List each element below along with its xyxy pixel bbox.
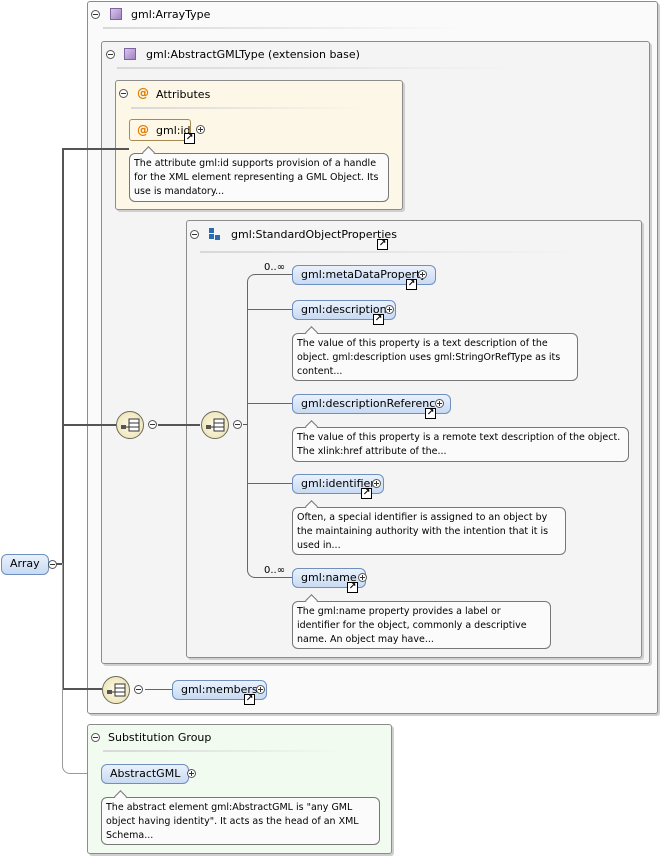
connector-line	[56, 563, 64, 565]
substitution-group-description: The abstract element gml:AbstractGML is …	[101, 797, 380, 845]
cardinality-label: 0..∞	[264, 565, 286, 576]
attribute-icon: @	[137, 123, 149, 137]
sequence-icon[interactable]	[102, 676, 130, 704]
element-expand-icon[interactable]	[256, 685, 265, 694]
attribute-gml-id-description: The attribute gml:id supports provision …	[129, 153, 389, 202]
standard-object-properties-jump-icon[interactable]: ↗	[377, 239, 388, 250]
connector-line	[62, 148, 64, 690]
element-jump-icon[interactable]: ↗	[361, 488, 372, 499]
attribute-gml-id-expand-icon[interactable]	[196, 125, 205, 134]
sequence-collapse-icon[interactable]	[233, 420, 242, 429]
connector-line	[247, 403, 292, 404]
cardinality-label: 0..∞	[264, 262, 286, 273]
connector-line	[62, 424, 116, 426]
element-jump-icon[interactable]: ↗	[244, 694, 255, 705]
element-jump-icon[interactable]: ↗	[406, 279, 417, 290]
substitution-group-title-rule	[103, 750, 343, 752]
attributes-collapse-icon[interactable]	[119, 89, 128, 98]
connector-line	[145, 689, 172, 690]
element-jump-icon[interactable]: ↗	[347, 582, 358, 593]
element-jump-icon[interactable]: ↗	[373, 314, 384, 325]
standard-object-properties-title-rule	[200, 251, 580, 253]
element-gml-description[interactable]: gml:description	[292, 300, 396, 320]
abstract-gml-type-title-rule	[117, 67, 517, 69]
root-element-array[interactable]: Array	[1, 554, 49, 575]
sequence-icon[interactable]	[116, 411, 144, 439]
element-expand-icon[interactable]	[418, 270, 427, 279]
complex-type-icon	[124, 48, 136, 60]
abstract-gml-type-collapse-icon[interactable]	[106, 50, 115, 59]
element-expand-icon[interactable]	[435, 399, 444, 408]
connector-line	[247, 483, 292, 484]
complex-type-icon	[110, 8, 122, 20]
element-expand-icon[interactable]	[187, 769, 196, 778]
array-type-collapse-icon[interactable]	[91, 10, 100, 19]
attribute-gml-id[interactable]	[129, 119, 191, 141]
element-description: The value of this property is a text des…	[292, 333, 578, 381]
standard-object-properties-title: gml:StandardObjectProperties	[231, 228, 397, 241]
array-type-title: gml:ArrayType	[131, 8, 211, 21]
sequence-collapse-icon[interactable]	[148, 420, 157, 429]
root-collapse-icon[interactable]	[48, 560, 57, 569]
group-icon	[209, 228, 223, 242]
element-gml-metadataproperty[interactable]: gml:metaDataProperty	[292, 265, 436, 285]
substitution-group-collapse-icon[interactable]	[91, 733, 100, 742]
element-description: Often, a special identifier is assigned …	[292, 507, 566, 555]
element-description: The gml:name property provides a label o…	[292, 601, 551, 649]
element-expand-icon[interactable]	[372, 479, 381, 488]
connector-line	[62, 148, 129, 150]
element-abstractgml[interactable]: AbstractGML	[101, 764, 190, 784]
attribute-gml-id-label: gml:id	[156, 124, 191, 137]
attributes-title: Attributes	[156, 88, 211, 101]
element-gml-descriptionreference[interactable]: gml:descriptionReference	[292, 394, 452, 414]
connector-line	[247, 309, 292, 310]
connector-line	[247, 274, 292, 578]
connector-line	[243, 424, 248, 425]
attributes-title-rule	[131, 107, 361, 109]
element-description: The value of this property is a remote t…	[292, 427, 629, 462]
abstract-gml-type-title: gml:AbstractGMLType (extension base)	[146, 48, 360, 61]
element-expand-icon[interactable]	[385, 305, 394, 314]
sequence-collapse-icon[interactable]	[134, 685, 143, 694]
standard-object-properties-collapse-icon[interactable]	[190, 230, 199, 239]
sequence-icon[interactable]	[201, 411, 229, 439]
attribute-icon: @	[137, 86, 149, 100]
element-gml-identifier[interactable]: gml:identifier	[292, 474, 384, 494]
connector-line	[62, 688, 102, 690]
array-type-title-rule	[103, 27, 463, 29]
attribute-gml-id-jump-icon[interactable]: ↗	[184, 133, 195, 144]
connector-line	[158, 424, 200, 426]
connector-line	[62, 563, 102, 774]
element-gml-members[interactable]: gml:members	[172, 680, 267, 700]
substitution-group-title: Substitution Group	[108, 731, 212, 744]
element-jump-icon[interactable]: ↗	[425, 408, 436, 419]
element-expand-icon[interactable]	[358, 573, 367, 582]
